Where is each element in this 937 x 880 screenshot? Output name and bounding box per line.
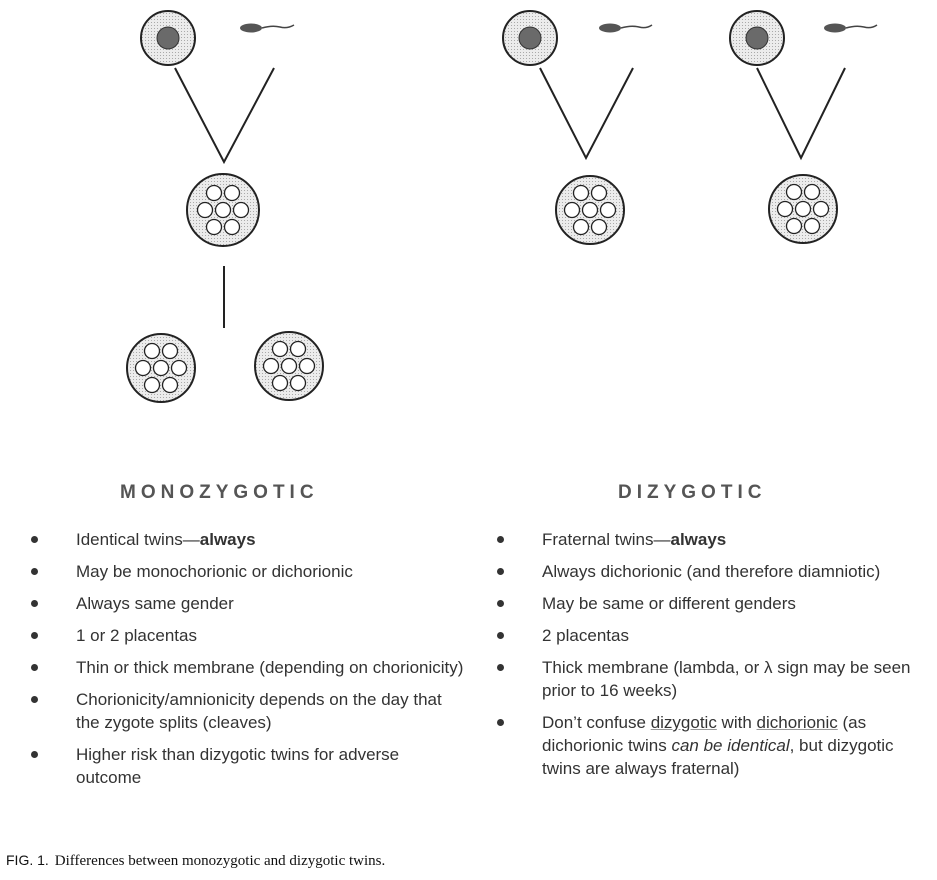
list-item-text: May be same or different genders bbox=[542, 594, 796, 613]
list-item-text: Higher risk than dizygotic twins for adv… bbox=[76, 745, 400, 787]
dichorionic-term: dichorionic bbox=[756, 713, 838, 732]
list-item-emphasis: always bbox=[199, 530, 256, 549]
figure-label: FIG. 1. bbox=[6, 852, 49, 868]
list-item: 2 placentas bbox=[494, 624, 924, 647]
bullet-icon bbox=[497, 664, 504, 671]
list-item-text: 2 placentas bbox=[542, 626, 629, 645]
di-sperm-1-icon bbox=[599, 23, 653, 33]
dizygotic-heading: DIZYGOTIC bbox=[618, 482, 767, 503]
list-item: Chorionicity/amnionicity depends on the … bbox=[28, 688, 468, 734]
dizygotic-list: Fraternal twins—always Always dichorioni… bbox=[494, 528, 924, 789]
di-egg-2-icon bbox=[729, 10, 785, 66]
mono-embryo-right-icon bbox=[254, 331, 324, 401]
bullet-icon bbox=[497, 536, 504, 543]
bullet-icon bbox=[497, 632, 504, 639]
list-item: Always dichorionic (and therefore diamni… bbox=[494, 560, 924, 583]
list-item: Identical twins—always bbox=[28, 528, 468, 551]
di-zygote-1-icon bbox=[555, 175, 625, 245]
bullet-icon bbox=[31, 664, 38, 671]
list-item: May be same or different genders bbox=[494, 592, 924, 615]
mono-zygote-icon bbox=[186, 173, 260, 247]
mono-egg-icon bbox=[140, 10, 196, 66]
list-item: 1 or 2 placentas bbox=[28, 624, 468, 647]
mono-embryo-left-icon bbox=[126, 333, 196, 403]
list-item: Thick membrane (lambda, or λ sign may be… bbox=[494, 656, 924, 702]
list-item-text: (as dichorionic twins bbox=[542, 713, 867, 755]
bullet-icon bbox=[31, 751, 38, 758]
list-item: Higher risk than dizygotic twins for adv… bbox=[28, 743, 468, 789]
di-fertilization-lines-2 bbox=[756, 67, 846, 161]
dizygotic-term: dizygotic bbox=[650, 713, 717, 732]
mono-sperm-icon bbox=[240, 23, 295, 33]
list-item-text: 1 or 2 placentas bbox=[76, 626, 197, 645]
list-item-text: Thin or thick membrane (depending on cho… bbox=[76, 658, 464, 677]
list-item: May be monochorionic or dichorionic bbox=[28, 560, 468, 583]
figure-caption: FIG. 1. Differences between monozygotic a… bbox=[6, 852, 385, 870]
di-fertilization-lines-1 bbox=[539, 67, 634, 161]
list-item-text: May be monochorionic or dichorionic bbox=[76, 562, 353, 581]
bullet-icon bbox=[497, 600, 504, 607]
list-item-text: with bbox=[716, 713, 757, 732]
list-item-text: , but dizygotic twins are always fratern… bbox=[542, 736, 894, 778]
list-item: Always same gender bbox=[28, 592, 468, 615]
bullet-icon bbox=[31, 600, 38, 607]
mono-fertilization-lines bbox=[174, 67, 275, 165]
bullet-icon bbox=[497, 719, 504, 726]
di-zygote-2-icon bbox=[768, 174, 838, 244]
list-item: Don’t confuse dizygotic with dichorionic… bbox=[494, 711, 924, 780]
di-sperm-2-icon bbox=[824, 23, 878, 33]
list-item-text: Identical twins— bbox=[76, 530, 200, 549]
list-item-text: Fraternal twins— bbox=[542, 530, 671, 549]
list-item-text: Chorionicity/amnionicity depends on the … bbox=[76, 690, 442, 732]
list-item-text: Always same gender bbox=[76, 594, 234, 613]
monozygotic-list: Identical twins—always May be monochorio… bbox=[28, 528, 468, 798]
di-egg-1-icon bbox=[502, 10, 558, 66]
bullet-icon bbox=[497, 568, 504, 575]
list-item: Thin or thick membrane (depending on cho… bbox=[28, 656, 468, 679]
list-item-emphasis: always bbox=[670, 530, 727, 549]
bullet-icon bbox=[31, 632, 38, 639]
twin-formation-diagram bbox=[126, 10, 878, 403]
bullet-icon bbox=[31, 568, 38, 575]
monozygotic-heading: MONOZYGOTIC bbox=[120, 482, 319, 503]
list-item-text: Thick membrane (lambda, or λ sign may be… bbox=[542, 658, 911, 700]
bullet-icon bbox=[31, 536, 38, 543]
list-item-emphasis: can be identical bbox=[671, 736, 790, 755]
list-item-text: Don’t confuse bbox=[542, 713, 651, 732]
figure-caption-text: Differences between monozygotic and dizy… bbox=[54, 853, 386, 869]
bullet-icon bbox=[31, 696, 38, 703]
list-item-text: Always dichorionic (and therefore diamni… bbox=[542, 562, 881, 581]
list-item: Fraternal twins—always bbox=[494, 528, 924, 551]
